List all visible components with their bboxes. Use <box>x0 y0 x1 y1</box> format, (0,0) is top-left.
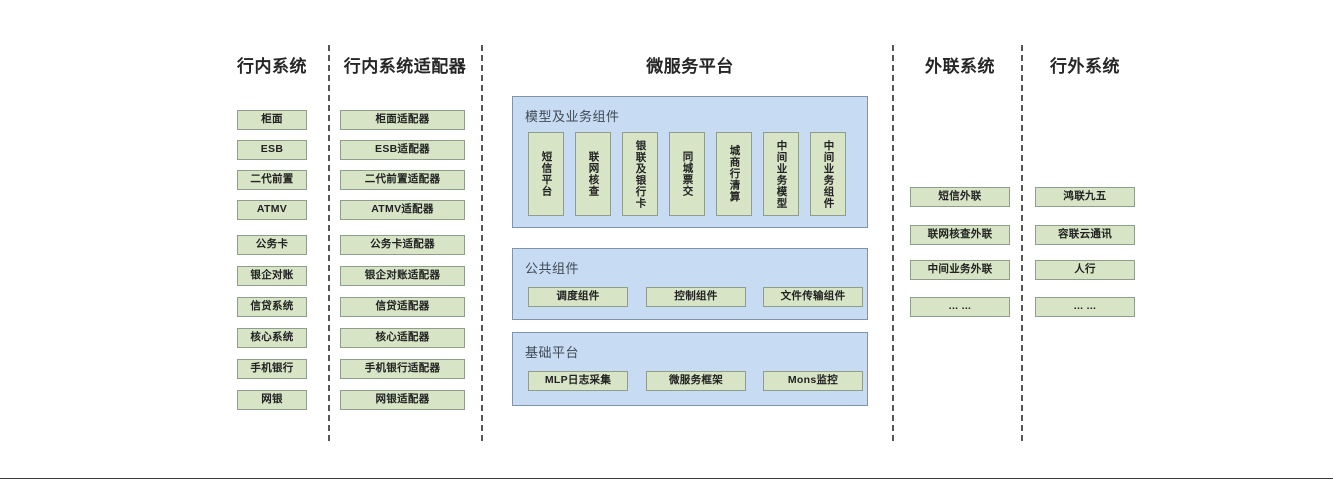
node-label: 同城票交 <box>681 151 694 197</box>
node-adapter[interactable]: ATMV适配器 <box>340 200 465 220</box>
node-outside-bank-system[interactable]: 人行 <box>1035 260 1135 280</box>
node-external-link-system[interactable]: ... ... <box>910 297 1010 317</box>
node-adapter[interactable]: 二代前置适配器 <box>340 170 465 190</box>
node-internal-system[interactable]: 银企对账 <box>237 266 307 286</box>
node-label: 中间业务组件 <box>822 139 835 209</box>
column-header-internal-system-adapters: 行内系统适配器 <box>343 57 467 76</box>
panel-model-business-components: 模型及业务组件 短信平台 联网核查 银联及银行卡 同城票交 城商行清算 中间业务… <box>512 96 868 228</box>
node-model-component[interactable]: 银联及银行卡 <box>622 132 658 216</box>
node-internal-system[interactable]: 手机银行 <box>237 359 307 379</box>
node-public-component[interactable]: 调度组件 <box>528 287 628 307</box>
node-external-link-system[interactable]: 联网核查外联 <box>910 225 1010 245</box>
node-adapter[interactable]: 公务卡适配器 <box>340 235 465 255</box>
node-base-platform-component[interactable]: 微服务框架 <box>646 371 746 391</box>
node-label: 中间业务模型 <box>775 139 788 209</box>
node-model-component[interactable]: 中间业务组件 <box>810 132 846 216</box>
node-outside-bank-system[interactable]: 鸿联九五 <box>1035 187 1135 207</box>
node-model-component[interactable]: 短信平台 <box>528 132 564 216</box>
node-internal-system[interactable]: 信贷系统 <box>237 297 307 317</box>
column-divider-1 <box>328 45 330 441</box>
node-adapter[interactable]: 信贷适配器 <box>340 297 465 317</box>
column-header-internal-systems: 行内系统 <box>237 57 307 76</box>
node-external-link-system[interactable]: 短信外联 <box>910 187 1010 207</box>
node-label: 银联及银行卡 <box>634 139 647 209</box>
node-model-component[interactable]: 联网核查 <box>575 132 611 216</box>
column-divider-4 <box>1021 45 1023 441</box>
node-outside-bank-system[interactable]: ... ... <box>1035 297 1135 317</box>
node-label: 联网核查 <box>587 151 600 197</box>
panel-title-public-components: 公共组件 <box>525 261 580 276</box>
node-adapter[interactable]: 柜面适配器 <box>340 110 465 130</box>
node-internal-system[interactable]: 二代前置 <box>237 170 307 190</box>
column-divider-2 <box>481 45 483 441</box>
node-outside-bank-system[interactable]: 容联云通讯 <box>1035 225 1135 245</box>
node-internal-system[interactable]: 网银 <box>237 390 307 410</box>
node-label: 城商行清算 <box>728 145 741 203</box>
column-header-external-link-systems: 外联系统 <box>925 57 995 76</box>
node-internal-system[interactable]: ESB <box>237 140 307 160</box>
node-model-component[interactable]: 城商行清算 <box>716 132 752 216</box>
column-divider-3 <box>892 45 894 441</box>
node-model-component[interactable]: 同城票交 <box>669 132 705 216</box>
node-base-platform-component[interactable]: Mons监控 <box>763 371 863 391</box>
node-public-component[interactable]: 文件传输组件 <box>763 287 863 307</box>
panel-title-model-business-components: 模型及业务组件 <box>525 109 620 124</box>
node-model-component[interactable]: 中间业务模型 <box>763 132 799 216</box>
node-adapter[interactable]: 银企对账适配器 <box>340 266 465 286</box>
node-base-platform-component[interactable]: MLP日志采集 <box>528 371 628 391</box>
node-internal-system[interactable]: ATMV <box>237 200 307 220</box>
node-adapter[interactable]: 核心适配器 <box>340 328 465 348</box>
node-label: 短信平台 <box>540 151 553 197</box>
node-internal-system[interactable]: 核心系统 <box>237 328 307 348</box>
node-adapter[interactable]: 手机银行适配器 <box>340 359 465 379</box>
node-public-component[interactable]: 控制组件 <box>646 287 746 307</box>
panel-base-platform: 基础平台 MLP日志采集 微服务框架 Mons监控 <box>512 332 868 406</box>
node-adapter[interactable]: 网银适配器 <box>340 390 465 410</box>
node-internal-system[interactable]: 柜面 <box>237 110 307 130</box>
node-internal-system[interactable]: 公务卡 <box>237 235 307 255</box>
column-header-outside-bank-systems: 行外系统 <box>1050 57 1120 76</box>
node-adapter[interactable]: ESB适配器 <box>340 140 465 160</box>
node-external-link-system[interactable]: 中间业务外联 <box>910 260 1010 280</box>
column-header-microservice-platform: 微服务平台 <box>646 57 734 76</box>
panel-title-base-platform: 基础平台 <box>525 345 580 360</box>
page-bottom-rule <box>0 478 1333 479</box>
panel-public-components: 公共组件 调度组件 控制组件 文件传输组件 <box>512 248 868 320</box>
